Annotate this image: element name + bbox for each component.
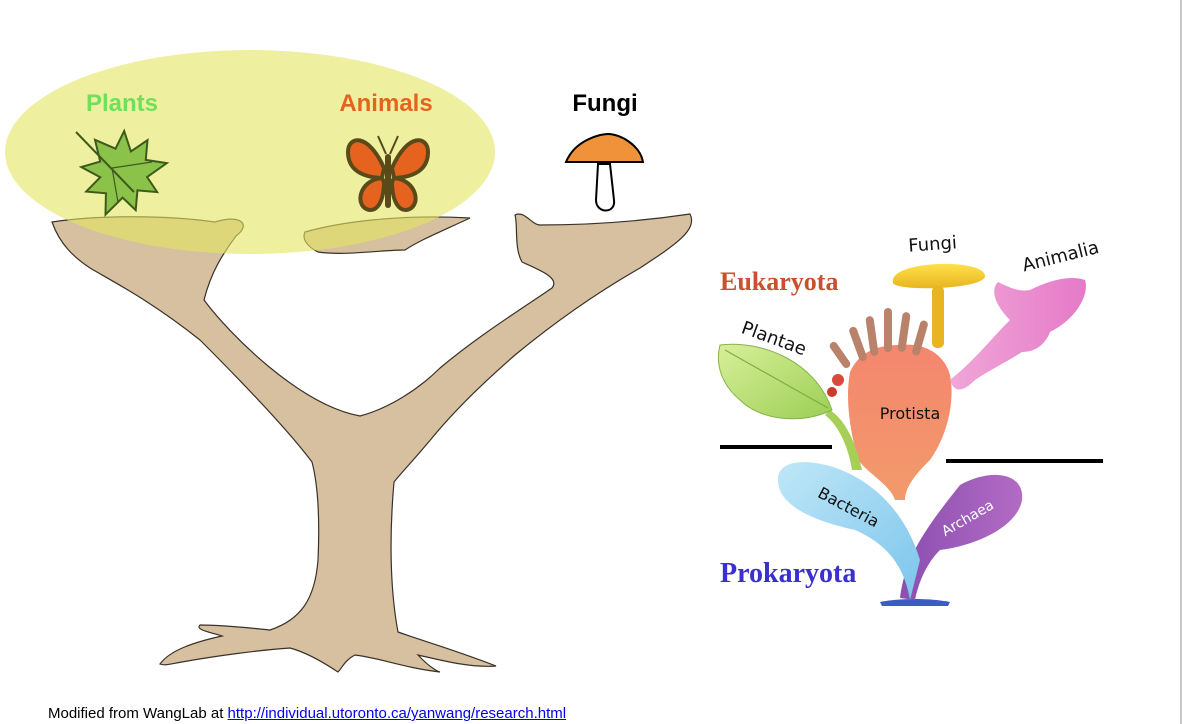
animals-label: Animals xyxy=(339,90,432,117)
eukaryota-label: Eukaryota xyxy=(720,267,838,296)
bacteria-branch xyxy=(777,462,920,600)
plantae-stem xyxy=(825,410,862,470)
source-credit: Modified from WangLab at http://individu… xyxy=(48,705,566,722)
prokaryota-label: Prokaryota xyxy=(720,558,856,589)
animalia-branch xyxy=(950,278,1086,390)
maple-leaf-icon xyxy=(75,128,170,218)
fungi-label: Fungi xyxy=(572,90,637,117)
plants-label: Plants xyxy=(86,90,158,117)
source-link[interactable]: http://individual.utoronto.ca/yanwang/re… xyxy=(227,705,567,722)
protista-branch xyxy=(847,344,952,500)
mushroom-icon xyxy=(564,132,645,212)
archaea-branch xyxy=(900,474,1023,600)
fungi-cap xyxy=(892,263,985,289)
page-edge xyxy=(1180,0,1182,724)
protista-label: Protista xyxy=(880,404,941,423)
butterfly-icon xyxy=(345,135,431,213)
animalia-label: Animalia xyxy=(1020,237,1101,276)
tree-trunk xyxy=(51,213,693,673)
credit-prefix: Modified from WangLab at xyxy=(48,705,224,722)
right-tree xyxy=(717,263,1086,606)
fungi-kingdom-label: Fungi xyxy=(908,232,958,256)
protista-fingers xyxy=(829,308,928,369)
